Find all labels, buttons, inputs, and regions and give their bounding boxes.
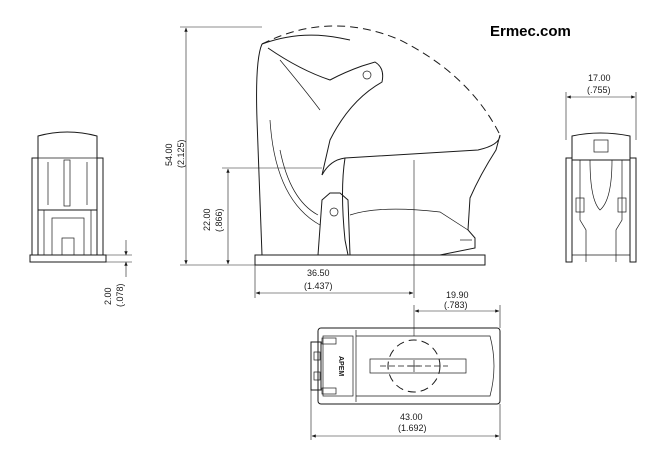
dim-height-cap: 22.00 (.866) [202,167,322,265]
dim-height-cap-inch: (.866) [214,208,224,232]
dim-height-total-inch: (2.125) [176,139,186,168]
dim-base-thickness: 2.00 (.078) [103,240,132,307]
dim-pivot-offset-inch: (.783) [444,300,468,310]
dim-width-end: 17.00 (.755) [565,73,637,140]
dim-depth-side-inch: (1.437) [304,281,333,291]
dim-depth-side: 36.50 (1.437) [254,160,415,298]
dim-base-inch: (.078) [115,283,125,307]
part-marking: APEM [337,356,344,376]
dim-height-total-mm: 54.00 [164,143,174,166]
dim-width-end-mm: 17.00 [588,73,611,83]
side-view [254,25,501,266]
left-end-view [29,131,107,263]
dim-depth-side-mm: 36.50 [307,268,330,278]
dim-length-top: 43.00 (1.692) [310,390,501,440]
dim-pivot-offset: 19.90 (.783) [413,290,501,336]
dim-width-end-inch: (.755) [587,85,611,95]
dim-height-cap-mm: 22.00 [202,208,212,231]
right-end-view [565,132,637,263]
dim-length-top-inch: (1.692) [398,423,427,433]
top-view: APEM [310,327,501,405]
dim-base-mm: 2.00 [103,287,113,305]
dim-height-total: 54.00 (2.125) [164,26,262,266]
dim-length-top-mm: 43.00 [400,412,423,422]
brand-label: Ermec.com [490,23,571,40]
dim-pivot-offset-mm: 19.90 [446,290,469,300]
